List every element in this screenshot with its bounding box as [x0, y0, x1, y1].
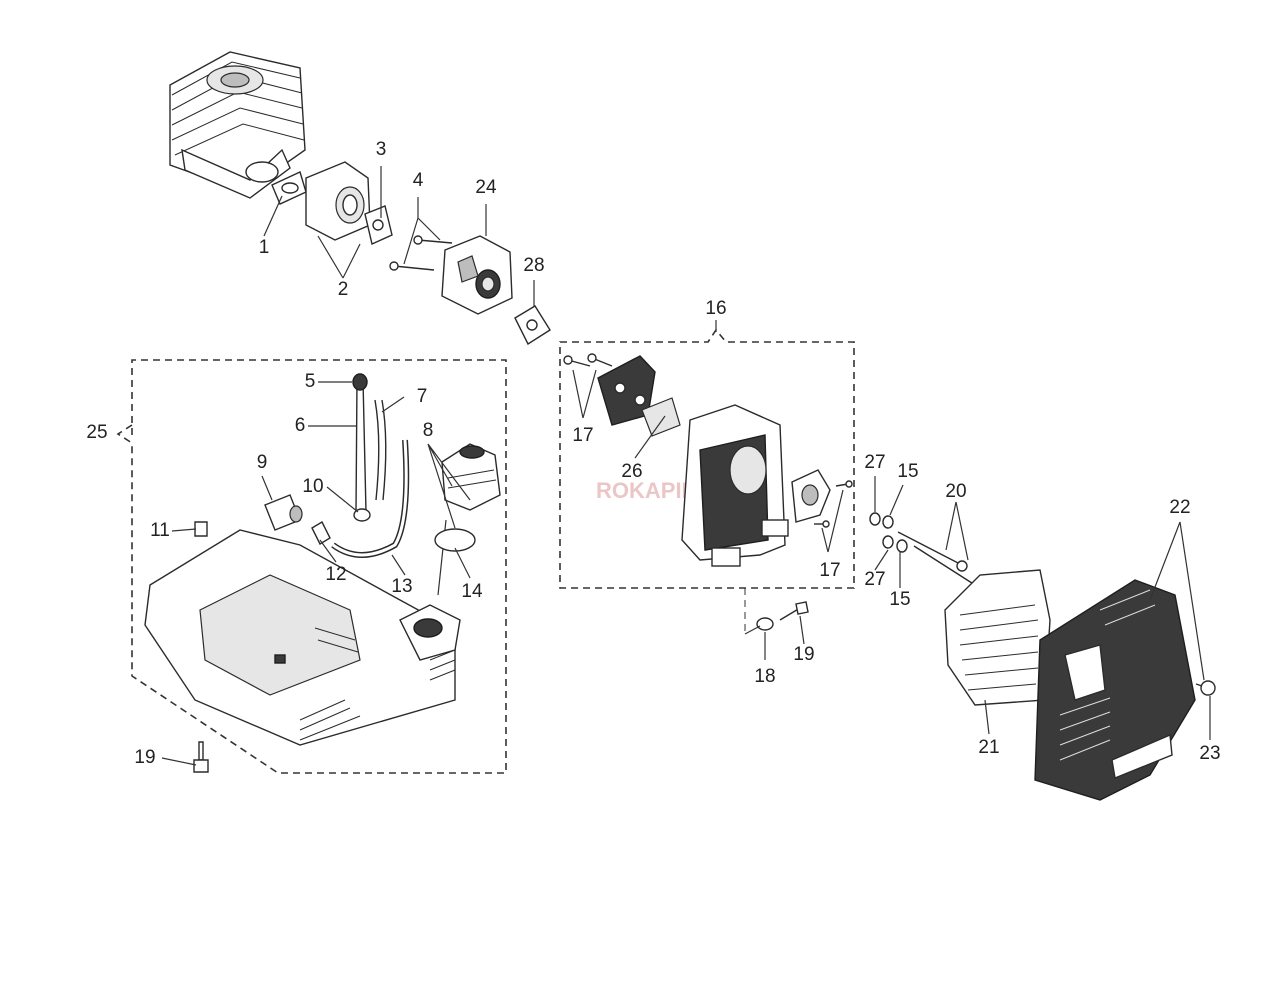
cylinder-part — [169, 51, 306, 199]
callout-18: 18 — [754, 666, 775, 687]
callout-26: 26 — [621, 461, 642, 482]
filter-cover-22-part — [1034, 579, 1196, 801]
callout-27-bottom: 27 — [864, 569, 885, 590]
leader-lines — [161, 166, 1211, 766]
callout-24: 24 — [475, 177, 497, 198]
callout-10: 10 — [302, 476, 323, 497]
bolt-11-part — [194, 521, 208, 537]
intake-manifold-part — [305, 161, 371, 241]
tank-group-box — [131, 359, 507, 774]
bolt-19-part — [193, 741, 209, 773]
filter-screws-17b-part — [814, 480, 853, 528]
callout-15-bottom: 15 — [889, 589, 910, 610]
callout-16: 16 — [705, 298, 726, 319]
air-filter-21-part — [944, 569, 1051, 706]
callout-3: 3 — [376, 139, 387, 160]
spacer-gasket-part — [364, 205, 393, 245]
callout-15-top: 15 — [897, 461, 918, 482]
fuel-filter-part — [264, 494, 303, 531]
filter-element-26-part — [641, 397, 681, 437]
callout-17-left: 17 — [572, 425, 593, 446]
tank-group-bracket — [116, 424, 133, 444]
grommet-part — [311, 521, 331, 545]
fuel-tank-part — [144, 529, 461, 746]
callout-28: 28 — [523, 255, 544, 276]
callout-20: 20 — [945, 481, 966, 502]
watermark-text: ROKAPIL — [596, 478, 695, 503]
callout-9: 9 — [257, 452, 268, 473]
callout-19-right: 19 — [793, 644, 814, 665]
callout-23: 23 — [1199, 743, 1220, 764]
callout-21: 21 — [978, 737, 999, 758]
callout-4: 4 — [413, 170, 424, 191]
callout-19-left: 19 — [134, 747, 155, 768]
carburetor-part — [441, 235, 513, 315]
callout-13: 13 — [391, 576, 412, 597]
screw-23-part — [1195, 680, 1216, 696]
filter-group-box — [559, 328, 855, 589]
filter-screws-17-part — [563, 353, 613, 367]
callout-17-right: 17 — [819, 560, 840, 581]
washers-27-15-part — [869, 512, 908, 553]
callout-6: 6 — [295, 415, 306, 436]
callout-27-top: 27 — [864, 452, 885, 473]
callout-22: 22 — [1169, 497, 1190, 518]
callout-5: 5 — [305, 371, 316, 392]
filter-bracket-part — [597, 355, 656, 426]
callout-8: 8 — [423, 420, 434, 441]
vent-tube-part — [374, 399, 387, 501]
bolt-19b-part — [779, 601, 809, 621]
callout-12: 12 — [325, 564, 346, 585]
carburetor-gasket-part — [514, 305, 551, 346]
callout-7: 7 — [417, 386, 428, 407]
callout-25: 25 — [86, 422, 107, 443]
callout-labels: 1 2 3 4 24 28 5 6 7 8 9 10 11 12 13 14 1… — [86, 139, 1220, 768]
callout-14: 14 — [461, 581, 483, 602]
long-bolts-20-part — [897, 531, 983, 593]
fuel-pickup-part — [352, 373, 371, 522]
carburetor-bolts-part — [389, 235, 453, 271]
tank-cap-part — [434, 443, 501, 552]
air-box-part — [681, 404, 789, 567]
choke-part — [791, 469, 831, 523]
callout-11: 11 — [150, 520, 170, 541]
washer-18-part — [756, 617, 774, 631]
callout-1: 1 — [259, 237, 270, 258]
callout-2: 2 — [338, 279, 349, 300]
